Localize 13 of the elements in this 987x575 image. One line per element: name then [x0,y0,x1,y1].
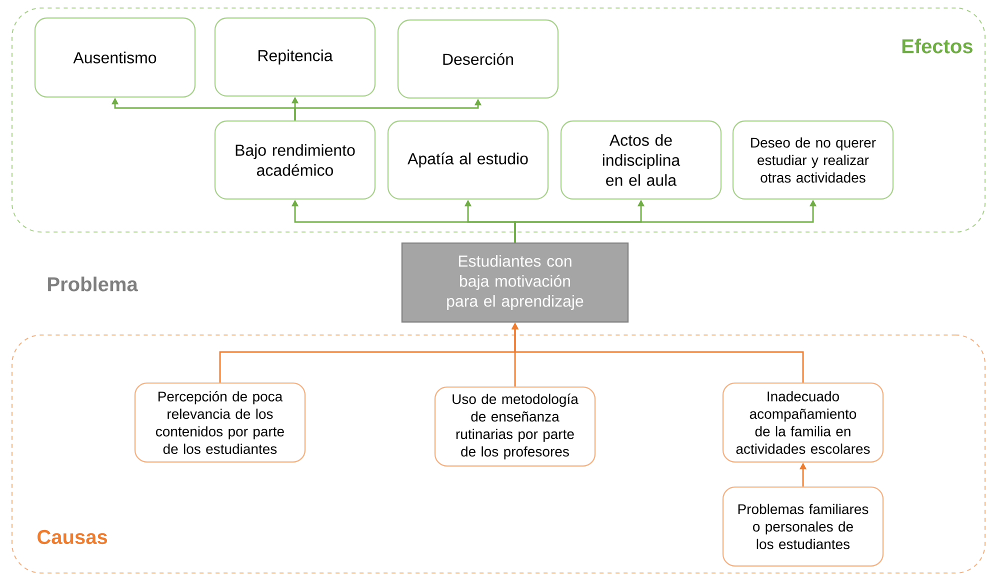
text-box: Percepción de poca relevancia de los contenidos por parte de los estudiantes [134,382,306,463]
problem-box: Estudiantes con baja motivación para el aprendizaje [401,242,629,323]
text-box: Actos de indisciplina en el aula [560,120,722,200]
text-box: Repitencia [214,17,376,97]
text-box: Deserción [397,19,559,99]
text-box: Problemas familiares o personales de los estudiantes [722,486,884,567]
text-box: Apatía al estudio [387,120,549,200]
text-box: Bajo rendimiento académico [214,120,376,200]
text-box: Uso de metodología de enseñanza rutinarias por parte de los profesores [434,386,596,467]
text-box: Ausentismo [34,17,196,98]
text-box: Inadecuado acompañamiento de la familia en actividades escolares [722,382,884,463]
text-box: Deseo de no querer estudiar y realizar otras actividades [732,120,894,200]
heading: Problema [48,276,138,292]
